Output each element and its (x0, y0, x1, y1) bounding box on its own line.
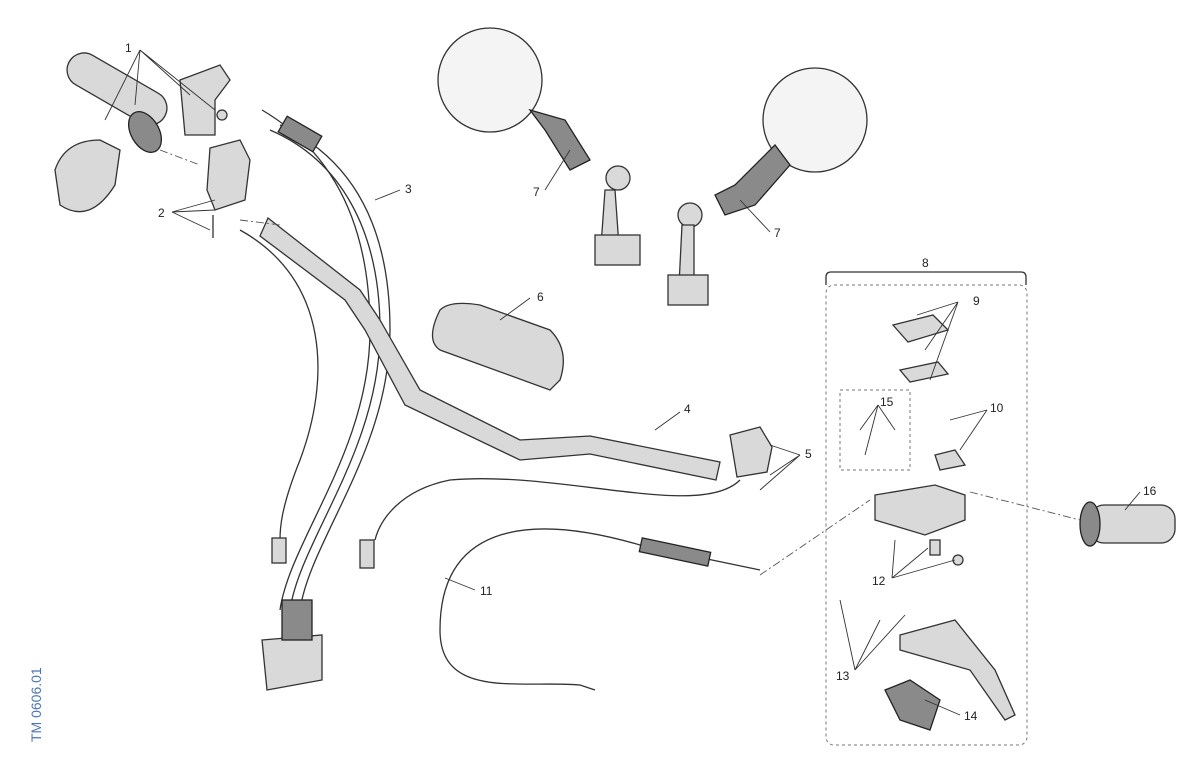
callout-7-right: 7 (774, 226, 781, 240)
diagram-reference-code: TM 0606.01 (28, 667, 44, 742)
callout-5: 5 (805, 447, 812, 461)
left-grip (1079, 501, 1176, 547)
callout-4: 4 (684, 402, 691, 416)
callout-1: 1 (125, 41, 132, 55)
callout-9: 9 (973, 294, 980, 308)
callout-13: 13 (836, 669, 850, 683)
clutch-master-parts (874, 314, 1016, 731)
clutch-switch (729, 426, 773, 478)
callout-14: 14 (964, 709, 978, 723)
leader-lines (104, 49, 1141, 716)
callout-11: 11 (480, 584, 493, 598)
clutch-cable (439, 528, 761, 691)
callout-15: 15 (880, 395, 894, 409)
callout-2: 2 (158, 206, 165, 220)
mirror-right (667, 67, 868, 306)
handlebar-pad (431, 302, 564, 391)
mirror-left (437, 27, 641, 266)
switch-clamp (206, 139, 251, 238)
callout-3: 3 (405, 182, 412, 196)
callout-12: 12 (872, 574, 886, 588)
throttle-grip-assembly (54, 52, 231, 213)
callout-8: 8 (922, 256, 929, 270)
callout-6: 6 (537, 290, 544, 304)
throttle-cables (239, 109, 391, 691)
clutch-master-group (825, 284, 1028, 746)
callout-10: 10 (990, 401, 1004, 415)
group-bracket (825, 271, 1027, 285)
handlebar (259, 216, 721, 481)
callout-16: 16 (1143, 484, 1157, 498)
callout-7-left: 7 (533, 185, 540, 199)
